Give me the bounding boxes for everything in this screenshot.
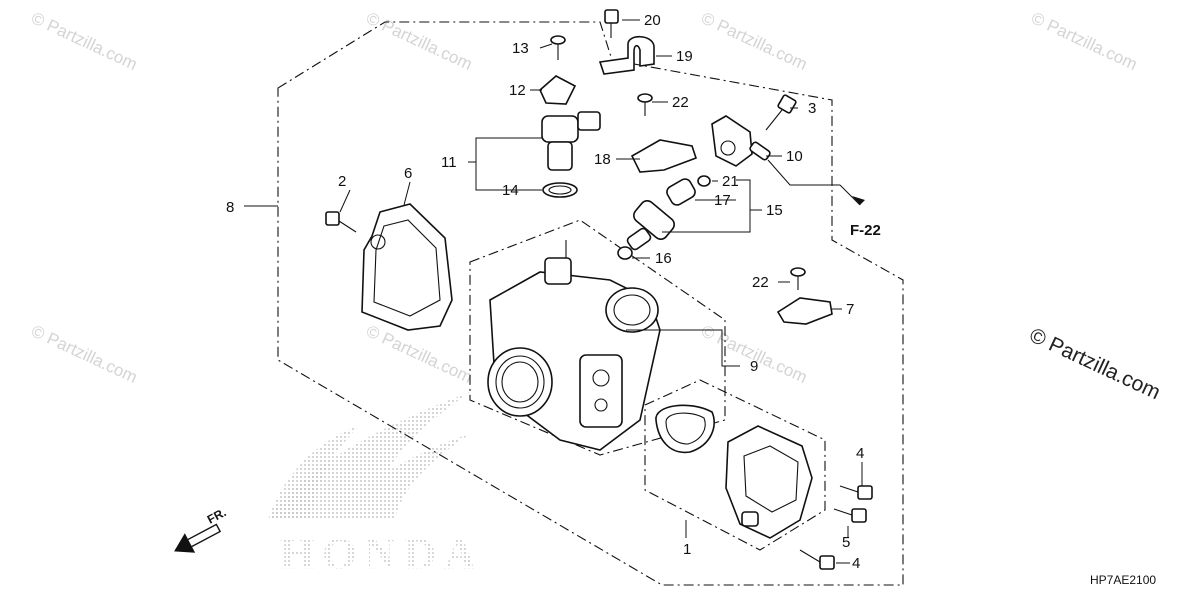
sensor-10 bbox=[711, 115, 771, 167]
honda-logo: HONDA bbox=[268, 392, 484, 578]
callout-21: 21 bbox=[722, 173, 739, 190]
callout-6: 6 bbox=[404, 165, 412, 182]
callout-1: 1 bbox=[683, 541, 691, 558]
callout-7: 7 bbox=[846, 301, 854, 318]
bracket-18 bbox=[630, 139, 698, 173]
callout-8: 8 bbox=[226, 199, 234, 216]
callout-4: 4 bbox=[852, 555, 860, 572]
bolt-4-upper bbox=[839, 485, 873, 500]
callout-2: 2 bbox=[338, 173, 346, 190]
callout-11: 11 bbox=[441, 154, 457, 171]
assembly-boundary-8 bbox=[277, 21, 904, 586]
clamp-19 bbox=[598, 35, 655, 75]
callout-9: 9 bbox=[750, 358, 758, 375]
diagram-code: HP7AE2100 bbox=[1090, 573, 1156, 587]
callout-19: 19 bbox=[676, 48, 693, 65]
seal-16 bbox=[617, 246, 633, 260]
screw-22-lower bbox=[790, 267, 806, 290]
callout-16: 16 bbox=[655, 250, 672, 267]
assembly-boundary-1 bbox=[644, 379, 826, 551]
bolt-20 bbox=[604, 9, 619, 38]
callout-13: 13 bbox=[512, 40, 529, 57]
watermark-text: © Partzilla.com bbox=[698, 321, 810, 387]
callout-17: 17 bbox=[714, 192, 731, 209]
injector-15 bbox=[626, 178, 696, 251]
sensor-unit-1 bbox=[725, 425, 813, 539]
throttle-body bbox=[487, 240, 661, 451]
bolt-2 bbox=[325, 211, 357, 233]
watermark-text-large: © Partzilla.com bbox=[1026, 324, 1164, 405]
callout-14: 14 bbox=[502, 182, 519, 199]
watermark-text: © Partzilla.com bbox=[28, 8, 140, 74]
callout-18: 18 bbox=[594, 151, 611, 168]
sensor-11 bbox=[541, 111, 601, 171]
callout-20: 20 bbox=[644, 12, 661, 29]
callout-10: 10 bbox=[786, 148, 803, 165]
watermark-text: © Partzilla.com bbox=[698, 8, 810, 74]
callout-22: 22 bbox=[752, 274, 769, 291]
front-arrow-label: FR. bbox=[205, 505, 229, 526]
callouts: 1 2 3 4 4 5 6 7 8 9 10 11 12 13 14 15 16… bbox=[226, 12, 864, 572]
assembly-boundary-9 bbox=[469, 219, 726, 456]
front-arrow bbox=[174, 523, 222, 553]
watermark-text: © Partzilla.com bbox=[363, 8, 475, 74]
callout-12: 12 bbox=[509, 82, 526, 99]
honda-wing-logo bbox=[268, 392, 470, 520]
honda-wordmark: HONDA bbox=[280, 529, 484, 578]
bolt-3 bbox=[765, 94, 797, 131]
plate-12 bbox=[539, 75, 577, 105]
o-ring-14 bbox=[542, 182, 578, 198]
watermark-text: © Partzilla.com bbox=[363, 321, 475, 387]
callout-15: 15 bbox=[766, 202, 783, 219]
callout-5: 5 bbox=[842, 534, 850, 551]
screw-13 bbox=[550, 35, 566, 60]
gasket bbox=[655, 404, 715, 454]
plate-7 bbox=[776, 297, 833, 325]
bolt-5 bbox=[833, 508, 867, 523]
callout-22: 22 bbox=[672, 94, 689, 111]
o-ring-21 bbox=[697, 175, 711, 187]
screw-22-top bbox=[637, 93, 653, 116]
watermark-text: © Partzilla.com bbox=[28, 321, 140, 387]
callout-3: 3 bbox=[808, 100, 816, 117]
callout-4: 4 bbox=[856, 445, 864, 462]
watermark-text: © Partzilla.com bbox=[1028, 8, 1140, 74]
cover-6 bbox=[361, 203, 453, 331]
bolt-4-lower bbox=[799, 549, 835, 570]
reference-label: F-22 bbox=[850, 222, 881, 239]
leader-lines bbox=[244, 19, 865, 564]
